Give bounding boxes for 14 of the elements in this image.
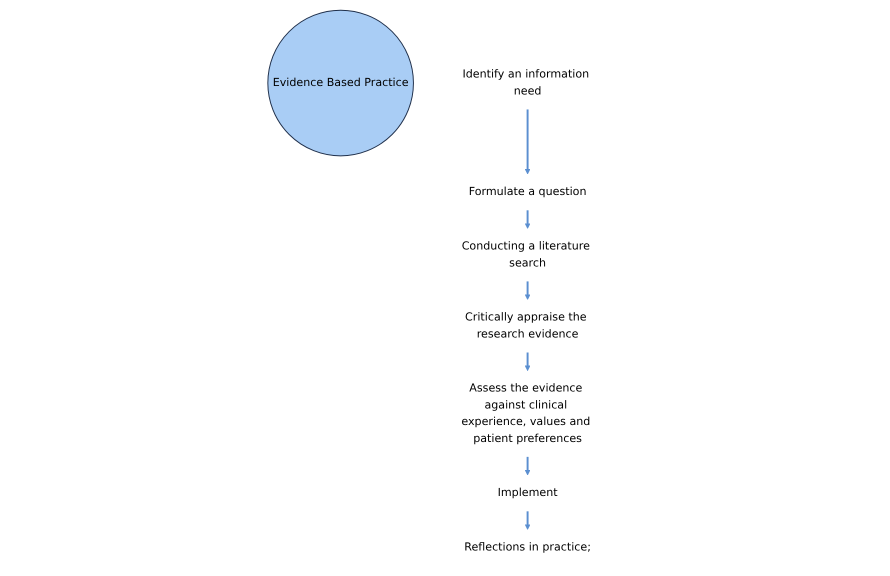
arrow: [524, 210, 530, 229]
arrow: [524, 109, 530, 174]
node-text: Critically appraise the research evidence: [465, 310, 587, 340]
node-text: Assess the evidence against clinical experience, values and patient preferences: [461, 382, 590, 445]
arrow: [524, 456, 530, 476]
node-text: Reflections in practice;: [464, 540, 591, 554]
node-text: Identify an information need: [462, 68, 590, 98]
node-text: Conducting a literature search: [462, 240, 590, 270]
node-text: Implement: [498, 486, 558, 500]
node-circle: Evidence Based Practice: [267, 10, 414, 156]
node-text: Formulate a question: [468, 185, 586, 198]
arrow: [524, 352, 530, 372]
arrow: [524, 281, 530, 300]
arrow: [524, 511, 530, 530]
